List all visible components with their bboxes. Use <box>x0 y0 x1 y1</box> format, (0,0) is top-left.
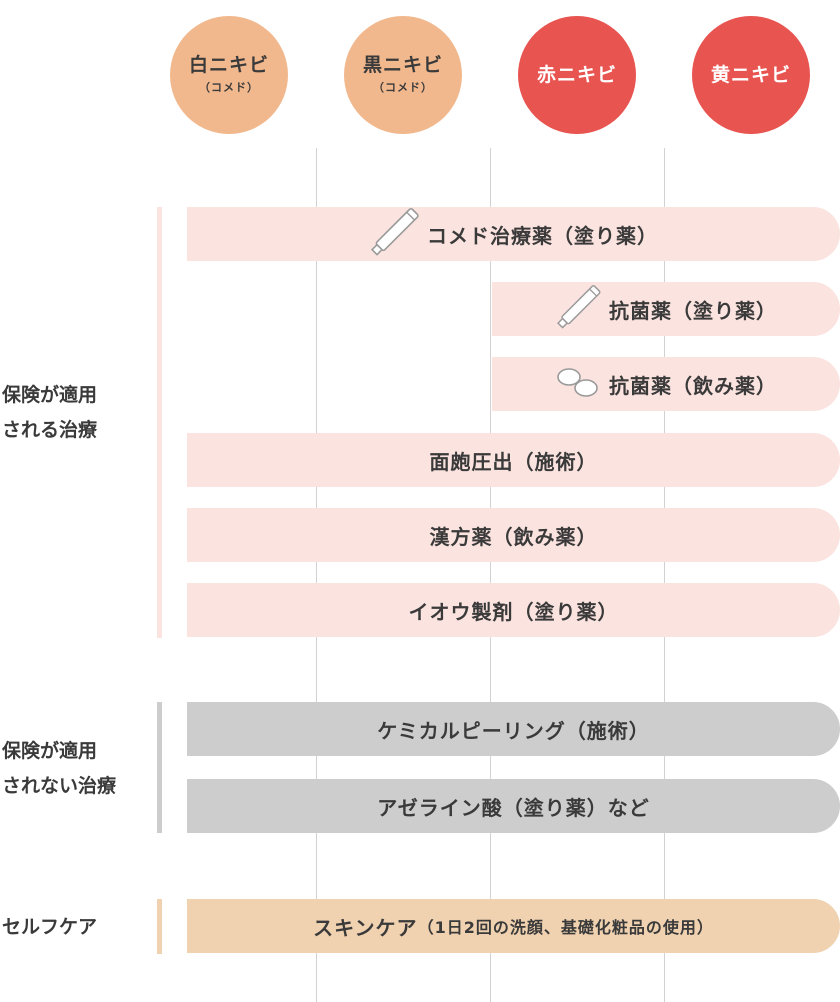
treatment-bar-azelaic: アゼライン酸（塗り薬）など <box>187 779 840 833</box>
treatment-sublabel: （1日2回の洗顔、基礎化粧品の使用） <box>417 918 714 937</box>
treatment-label: コメド治療薬（塗り薬） <box>427 223 658 248</box>
column-header-black-acne: 黒ニキビ （コメド） <box>344 16 462 134</box>
treatment-label: 抗菌薬（塗り薬） <box>609 298 777 323</box>
group-label-line: される治療 <box>2 419 98 441</box>
column-header-white-acne: 白ニキビ （コメド） <box>170 16 288 134</box>
group-label-line: されない治療 <box>2 775 117 797</box>
column-divider <box>316 148 317 1002</box>
group-label-line: セルフケア <box>2 916 98 938</box>
treatment-label: 漢方薬（飲み薬） <box>429 524 598 549</box>
treatment-label: スキンケア <box>313 915 418 940</box>
group-label-selfcare: セルフケア <box>2 910 97 945</box>
group-bracket-selfcare <box>157 899 162 954</box>
treatment-label: 抗菌薬（飲み薬） <box>609 373 777 398</box>
tube-icon <box>555 277 601 342</box>
group-bracket-uninsured <box>157 702 162 833</box>
treatment-label: 面皰圧出（施術） <box>429 449 598 474</box>
treatment-bar-skincare: スキンケア （1日2回の洗顔、基礎化粧品の使用） <box>187 899 840 953</box>
column-header-title: 白ニキビ <box>188 54 269 76</box>
treatment-label: ケミカルピーリング（施術） <box>377 718 650 743</box>
group-label-line: 保険が適用 <box>2 740 98 762</box>
column-header-red-acne: 赤ニキビ <box>518 16 636 134</box>
treatment-bar-peeling: ケミカルピーリング（施術） <box>187 702 840 756</box>
treatment-label: イオウ製剤（塗り薬） <box>408 599 619 624</box>
treatment-bar-antibacterial-topical: 抗菌薬（塗り薬） <box>492 282 840 336</box>
group-bracket-insured <box>157 207 162 638</box>
column-header-yellow-acne: 黄ニキビ <box>692 16 810 134</box>
column-header-subtitle: （コメド） <box>373 81 433 94</box>
treatment-bar-sulfur: イオウ製剤（塗り薬） <box>187 583 840 637</box>
group-label-insured: 保険が適用 される治療 <box>2 378 97 448</box>
column-header-title: 黒ニキビ <box>362 54 443 76</box>
pills-icon <box>555 365 601 404</box>
treatment-label: アゼライン酸（塗り薬）など <box>377 795 650 820</box>
treatment-bar-kampo: 漢方薬（飲み薬） <box>187 508 840 562</box>
treatment-bar-comedo-topical: コメド治療薬（塗り薬） <box>187 207 840 261</box>
column-divider <box>664 148 665 1002</box>
column-header-title: 赤ニキビ <box>536 64 617 86</box>
column-header-subtitle: （コメド） <box>199 81 259 94</box>
group-label-uninsured: 保険が適用 されない治療 <box>2 734 116 804</box>
column-header-title: 黄ニキビ <box>710 64 791 86</box>
group-label-line: 保険が適用 <box>2 384 98 406</box>
column-divider <box>490 148 491 1002</box>
treatment-bar-extraction: 面皰圧出（施術） <box>187 433 840 487</box>
treatment-bar-antibacterial-oral: 抗菌薬（飲み薬） <box>492 357 840 411</box>
tube-icon <box>369 199 419 270</box>
